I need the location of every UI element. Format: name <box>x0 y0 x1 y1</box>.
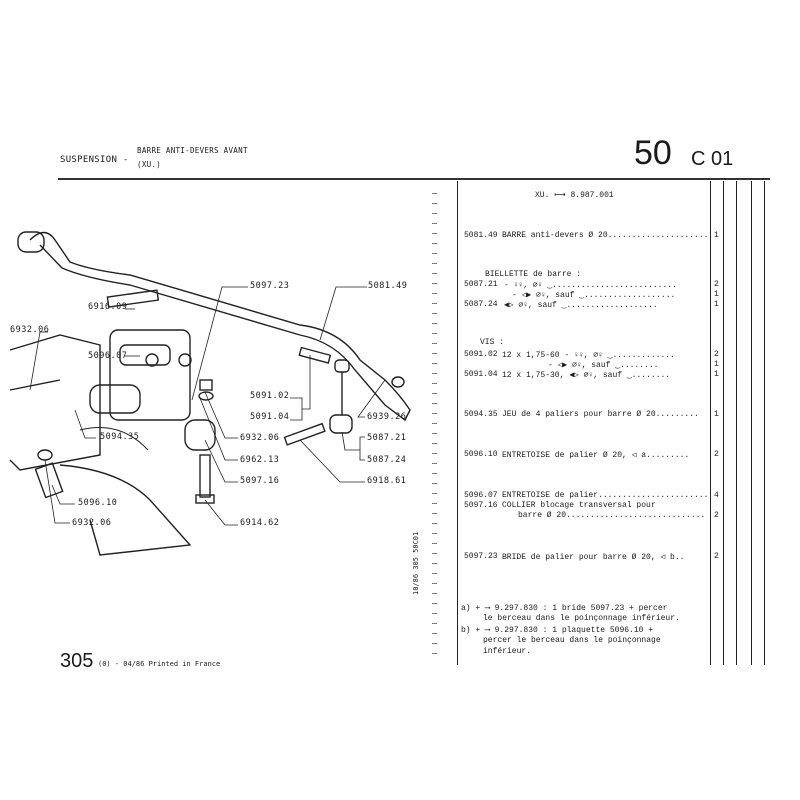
callout-5091-02: 5091.02 <box>250 391 290 401</box>
callout-5087-21: 5087.21 <box>367 433 407 443</box>
part-quantity: 1 <box>714 231 719 240</box>
group-number: 50 <box>634 134 672 172</box>
table-qty-border <box>710 181 711 665</box>
leader-lines <box>29 286 386 526</box>
part-description: - ◁▶ ⌀♀, sauf ‿........ <box>548 361 659 370</box>
part-description: BRIDE de palier pour barre Ø 20, ◁ b.. <box>502 553 685 562</box>
note-b-line-3: inférieur. <box>483 647 532 656</box>
table-column-border <box>736 181 737 665</box>
bolts-and-nuts <box>34 289 405 504</box>
section-title: SUSPENSION - <box>60 155 129 165</box>
part-ref: 5081.49 <box>464 231 498 240</box>
bearing-bracket <box>89 329 192 421</box>
part-description: - ◁▶ ⌀♀, sauf ‿................... <box>512 291 676 300</box>
part-quantity: 1 <box>714 360 719 369</box>
table-column-border <box>764 181 765 665</box>
part-quantity: 1 <box>714 290 719 299</box>
subtitle-line-1: BARRE ANTI-DEVERS AVANT <box>137 146 248 155</box>
note-b-line-2: percer le berceau dans le poinçonnage <box>483 636 661 645</box>
callout-6918-61: 6918.61 <box>367 476 407 486</box>
part-description: ENTRETOISE de palier Ø 20, ◁ a......... <box>502 451 690 460</box>
part-ref: 5087.21 <box>464 280 498 289</box>
callout-5097-23: 5097.23 <box>250 281 290 291</box>
callout-6932-06: 6932.06 <box>240 433 280 443</box>
callout-5096-07: 5096.07 <box>88 351 128 361</box>
part-quantity: 2 <box>714 511 719 520</box>
callout-6914-62: 6914.62 <box>240 518 280 528</box>
callout-5081-49: 5081.49 <box>368 281 408 291</box>
part-quantity: 4 <box>714 491 719 500</box>
part-ref: 5091.02 <box>464 350 498 359</box>
table-column-border <box>751 181 752 665</box>
part-ref: 5097.16 <box>464 501 498 510</box>
callout-5094-35: 5094.35 <box>100 432 140 442</box>
callout-6932-06: 6932.06 <box>10 325 50 335</box>
part-description: barre Ø 20............................. <box>518 511 706 520</box>
table-column-border <box>723 181 724 665</box>
part-ref: 5097.23 <box>464 552 498 561</box>
callout-5096-10: 5096.10 <box>78 498 118 508</box>
part-description: COLLIER blocage transversal pour <box>502 501 656 510</box>
footer-page-number: 305 <box>60 650 94 672</box>
callout-6962-13: 6962.13 <box>240 455 280 465</box>
arrow-icon <box>79 427 149 451</box>
part-quantity: 1 <box>714 410 719 419</box>
note-a-line-2: le berceau dans le poinçonnage inférieur… <box>483 614 680 623</box>
footer-edition: (0) - 04/86 Printed in France <box>98 660 221 668</box>
part-description: 12 x 1,75-30, ◀▷ ⌀♀, sauf ‿........ <box>502 371 671 380</box>
callout-5097-16: 5097.16 <box>240 476 280 486</box>
part-quantity: 2 <box>714 450 719 459</box>
part-ref: 5096.10 <box>464 450 498 459</box>
subframe <box>9 334 192 556</box>
callout-5091-04: 5091.04 <box>250 412 290 422</box>
note-b-line-1: b) + ⟶ 9.297.830 : 1 plaquette 5096.10 + <box>461 626 654 635</box>
anti-roll-bar <box>17 231 411 422</box>
part-ref: 5091.04 <box>464 370 498 379</box>
applicability: XU. ⟼ 8.987.001 <box>535 191 614 200</box>
part-description: - ♀♀, ⌀♀ ‿.......................... <box>504 281 677 290</box>
part-quantity: 1 <box>714 300 719 309</box>
callout-6939-26: 6939.26 <box>367 412 407 422</box>
part-description: 12 x 1,75-60 - ♀♀, ⌀♀ ‿............. <box>502 351 675 360</box>
part-description: BIELLETTE de barre : <box>485 270 582 279</box>
part-ref: 5094.35 <box>464 410 498 419</box>
callout-6916-09: 6916.09 <box>88 302 128 312</box>
part-quantity: 2 <box>714 280 719 289</box>
note-a-line-1: a) + ⟶ 9.297.830 : 1 bride 5097.23 + per… <box>461 604 668 613</box>
callout-5087-24: 5087.24 <box>367 455 407 465</box>
subtitle-line-2: (XU.) <box>137 160 162 169</box>
part-description: ◀▷ ⌀♀, sauf ‿................... <box>504 301 658 310</box>
part-quantity: 2 <box>714 350 719 359</box>
exploded-diagram <box>9 231 411 556</box>
callout-6932-06: 6932.06 <box>72 518 112 528</box>
part-quantity: 2 <box>714 552 719 561</box>
part-description: ENTRETOISE de palier....................… <box>502 491 709 500</box>
page-code: C 01 <box>691 148 734 170</box>
part-description: JEU de 4 paliers pour barre Ø 20........… <box>502 410 699 419</box>
part-description: BARRE anti-devers Ø 20..................… <box>502 231 709 240</box>
part-description: VIS : <box>480 338 505 347</box>
part-ref: 5087.24 <box>464 300 498 309</box>
table-left-border <box>457 181 458 665</box>
part-ref: 5096.07 <box>464 491 498 500</box>
left-ruler <box>432 185 437 660</box>
part-quantity: 1 <box>714 370 719 379</box>
header-rule <box>58 178 770 180</box>
